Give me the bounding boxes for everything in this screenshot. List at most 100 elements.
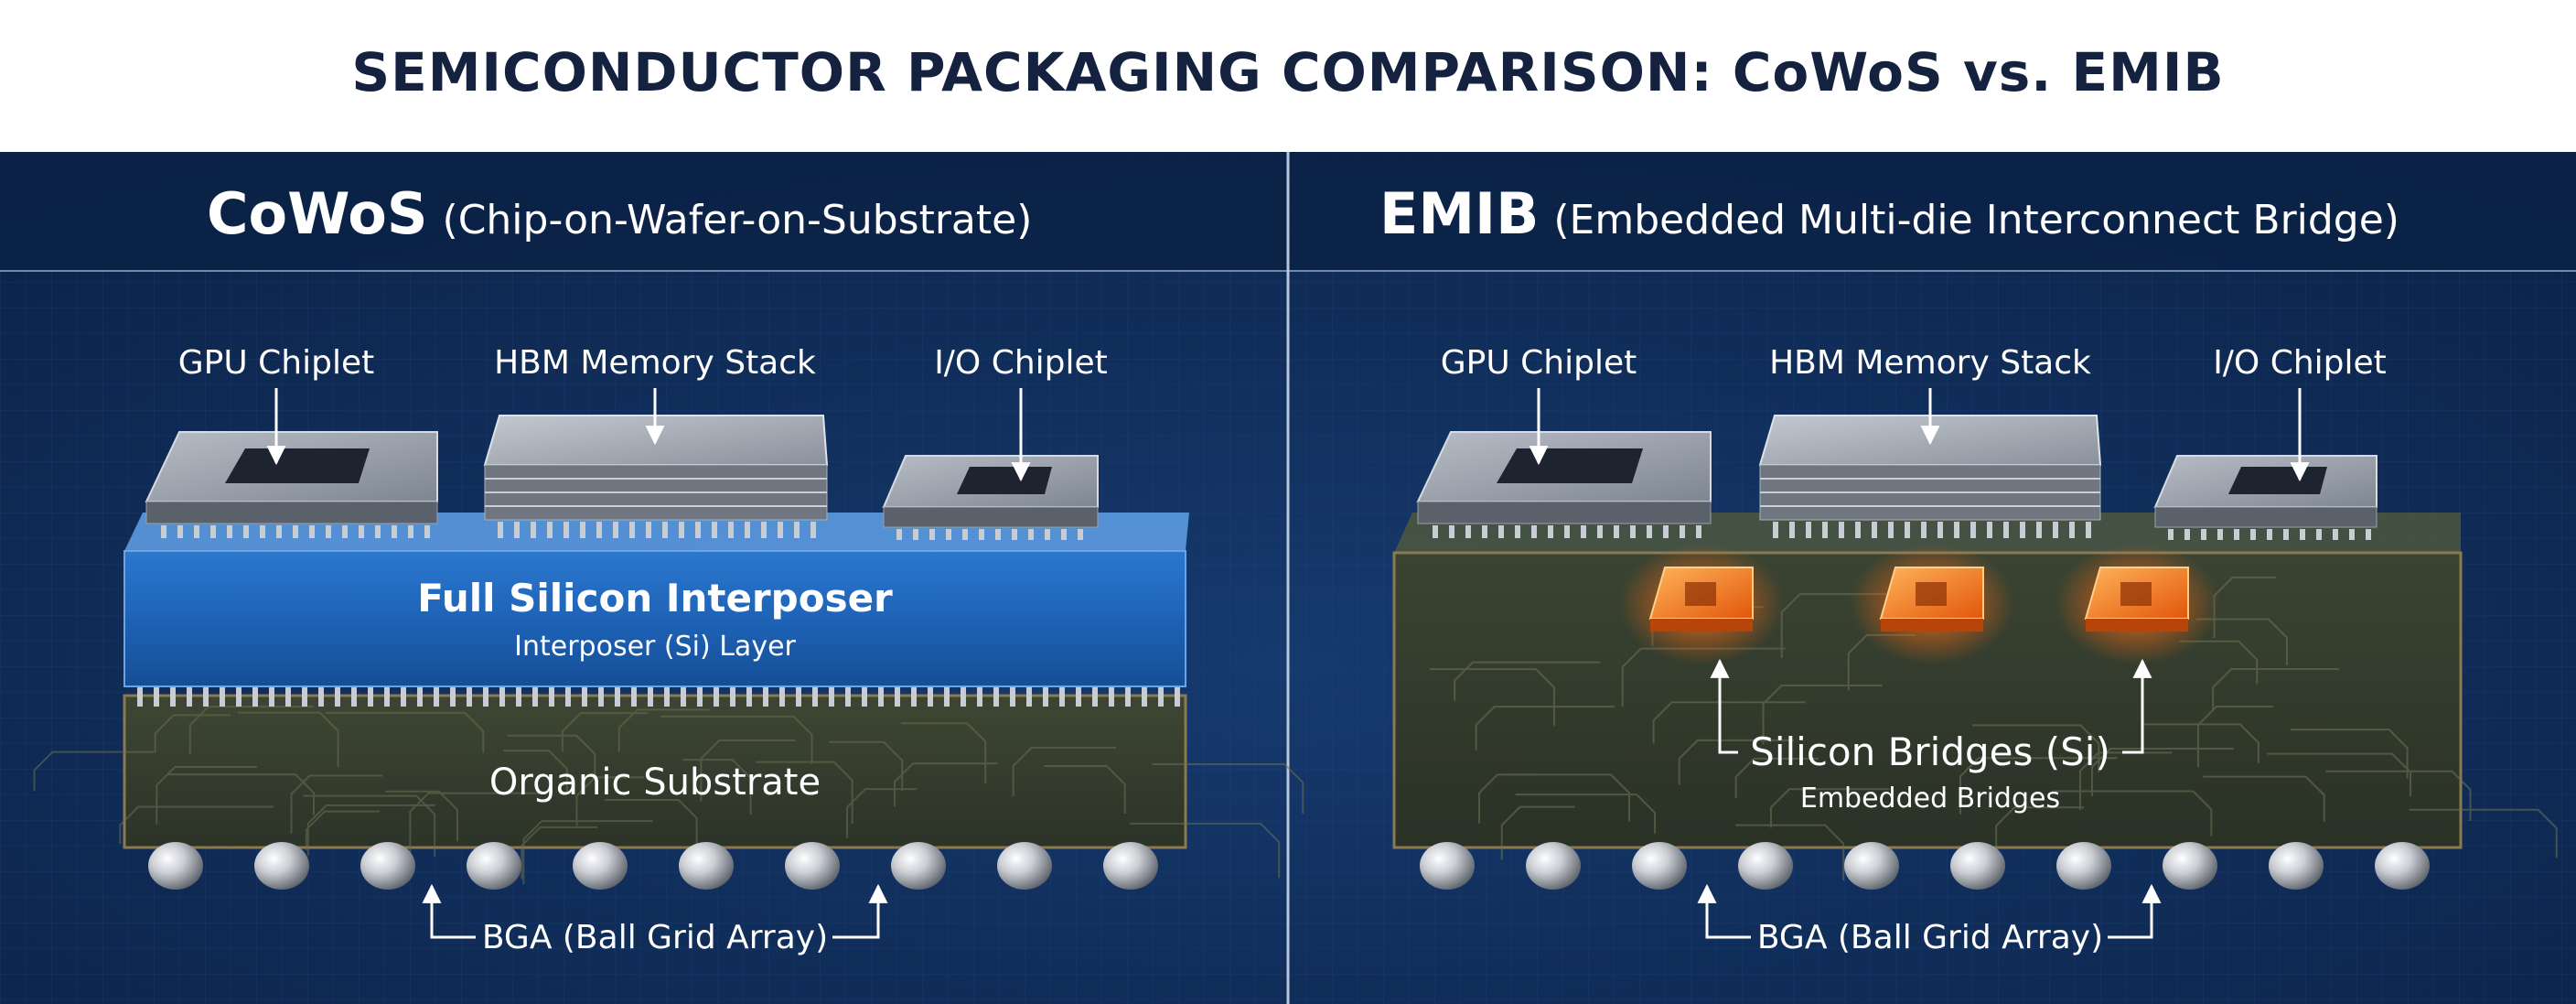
micro-bump (335, 686, 340, 707)
emib-io-label: I/O Chiplet (2213, 344, 2387, 382)
micro-bump (946, 529, 951, 540)
micro-bump (829, 686, 834, 707)
micro-bump (1433, 525, 1438, 538)
substrate-trace (521, 826, 598, 880)
substrate-trace (1734, 757, 1819, 798)
micro-bump (615, 686, 620, 707)
micro-bump (763, 686, 768, 707)
micro-bump (1855, 522, 1861, 538)
substrate-trace (1012, 746, 1117, 797)
solder-ball (891, 842, 946, 890)
substrate-trace (1995, 806, 2084, 851)
micro-bump (714, 686, 719, 707)
micro-bump (862, 686, 867, 707)
emib-title-sub: (Embedded Multi-die Interconnect Bridge) (1553, 197, 2399, 243)
micro-bump (1531, 525, 1537, 538)
micro-bump (514, 522, 520, 538)
substrate-trace (503, 750, 568, 794)
micro-bump (2366, 529, 2371, 540)
cowos-organic-substrate (123, 694, 1187, 849)
micro-bump (697, 686, 703, 707)
micro-bump (154, 686, 159, 707)
micro-bump (993, 686, 999, 707)
solder-ball (2269, 842, 2324, 890)
micro-bump (979, 529, 984, 540)
micro-bump (712, 522, 717, 538)
micro-bump (582, 686, 587, 707)
substrate-trace (33, 750, 154, 792)
micro-bump (596, 522, 602, 538)
cowos-c4-bumps (137, 686, 1180, 707)
micro-bump (1647, 525, 1652, 538)
cowos-hbm-stack (483, 415, 829, 521)
cowos-io-chiplet (882, 455, 1099, 528)
micro-bump (565, 686, 571, 707)
bridge-edge (2086, 619, 2188, 632)
micro-bump (1158, 686, 1164, 707)
micro-bump (1078, 529, 1083, 540)
substrate-trace (1500, 805, 1575, 860)
micro-bump (2300, 529, 2305, 540)
emib-bridge-arrow-right (2122, 658, 2152, 754)
micro-bump (1012, 529, 1017, 540)
micro-bump (845, 686, 851, 707)
micro-bump (260, 525, 265, 538)
micro-bump (285, 686, 291, 707)
emib-io-chiplet (2153, 455, 2377, 528)
micro-bump (664, 686, 670, 707)
bridge-core (2120, 582, 2152, 606)
micro-bump (761, 522, 767, 538)
substrate-trace (1678, 739, 1794, 785)
micro-bump (745, 522, 750, 538)
substrate-trace (1044, 764, 1126, 815)
micro-bump (2168, 529, 2174, 540)
micro-bump (730, 686, 735, 707)
micro-bump (450, 686, 456, 707)
cowos-interposer-title: Full Silicon Interposer (417, 576, 893, 621)
micro-bump (392, 525, 397, 538)
micro-bump (995, 529, 1001, 540)
substrate-trace (575, 776, 645, 826)
micro-bump (1564, 525, 1570, 538)
micro-bump (2201, 529, 2206, 540)
emib-bridges-title: Silicon Bridges (Si) (1750, 729, 2110, 774)
substrate-trace (306, 804, 435, 856)
micro-bump (326, 525, 331, 538)
micro-bump (648, 686, 653, 707)
substrate-trace (893, 762, 998, 807)
micro-bump (384, 686, 390, 707)
micro-bump (895, 686, 900, 707)
micro-bump (944, 686, 950, 707)
substrate-trace (119, 805, 274, 845)
substrate-trace (1959, 757, 2118, 815)
solder-ball (785, 842, 840, 890)
micro-bump (227, 525, 232, 538)
cowos-hbm-label: HBM Memory Stack (494, 344, 816, 382)
substrate-trace (1769, 788, 1890, 828)
micro-bump (2234, 529, 2239, 540)
micro-bump (1482, 525, 1487, 538)
solder-ball (254, 842, 309, 890)
substrate-trace (303, 794, 436, 857)
micro-bump (1076, 686, 1081, 707)
micro-bump (1498, 525, 1504, 538)
solder-ball (2163, 842, 2217, 890)
substrate-trace (1129, 822, 1281, 879)
cowos-io-label: I/O Chiplet (934, 344, 1108, 382)
emib-bga-arrow-left (1697, 883, 1751, 939)
substrate-trace (605, 798, 698, 857)
emib-bridges-sub: Embedded Bridges (1800, 783, 2060, 815)
micro-bump (2184, 529, 2190, 540)
emib-title-main: EMIB (1379, 180, 1539, 247)
micro-bump (293, 525, 298, 538)
solder-ball (573, 842, 628, 890)
micro-bump (531, 522, 536, 538)
micro-bump (2036, 522, 2042, 538)
micro-bump (779, 686, 785, 707)
substrate-trace (561, 712, 649, 752)
cowos-micro-bumps (161, 522, 1083, 540)
micro-bump (1888, 522, 1894, 538)
solder-ball (467, 842, 521, 890)
micro-bump (1822, 522, 1828, 538)
